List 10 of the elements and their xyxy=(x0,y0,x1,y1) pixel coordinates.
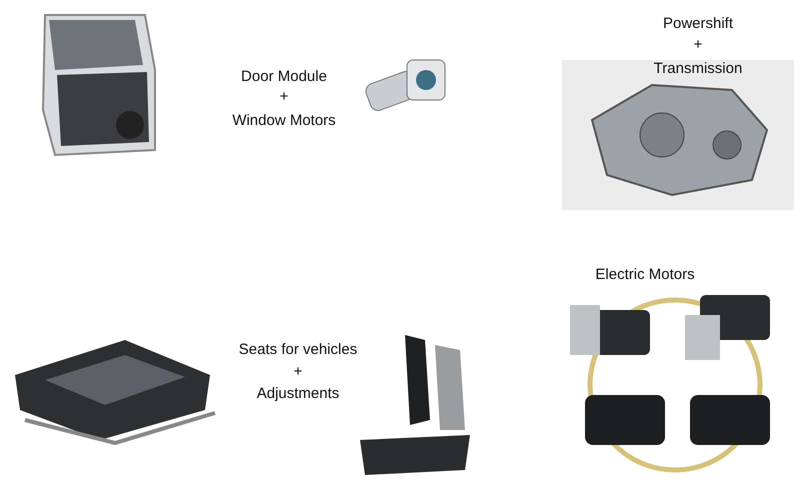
module-title: Adjustments xyxy=(256,385,340,403)
module-title: Window Motors xyxy=(232,112,336,130)
module-title: Transmission xyxy=(654,60,742,78)
plus-sign: + xyxy=(294,363,302,381)
module-title: Electric Motors xyxy=(595,266,695,284)
module-title: Seats for vehicles xyxy=(238,341,358,359)
plus-sign: + xyxy=(694,36,702,54)
module-title: Powershift xyxy=(662,15,734,33)
module-title: Door Module xyxy=(241,68,327,86)
plus-sign: + xyxy=(280,88,288,106)
